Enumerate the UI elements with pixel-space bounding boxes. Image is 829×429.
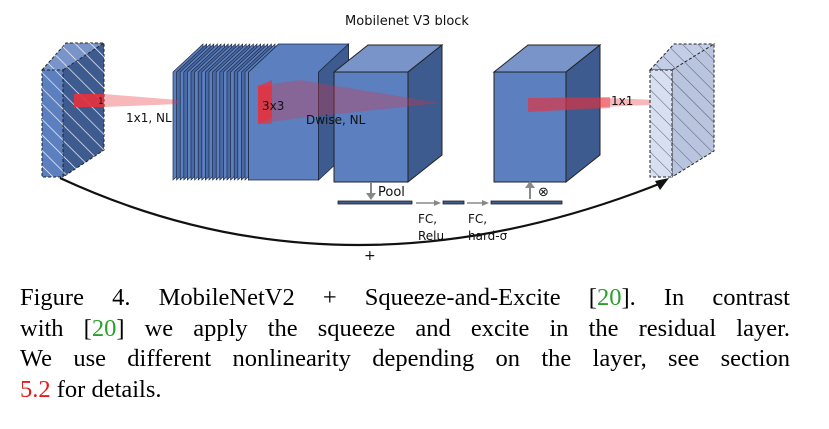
- proj-kernel-label: 1x1: [611, 94, 633, 108]
- multiply-icon: ⊗: [538, 185, 549, 200]
- caption-line-4: 5.2 for details.: [20, 375, 162, 403]
- caption-line-1: Figure 4. MobileNetV2 + Squeeze-and-Exci…: [20, 284, 790, 311]
- se-branch: [337, 181, 563, 206]
- fc1-name-label: FC,: [418, 212, 437, 226]
- caption-line-3: We use different nonlinearity depending …: [20, 345, 790, 372]
- expansion-slices: [172, 43, 350, 181]
- caption-line-2: with [20] we apply the squeeze and excit…: [20, 314, 790, 342]
- conv1-kernel-label: 1: [98, 97, 104, 107]
- citation-link-20[interactable]: 20: [596, 284, 622, 311]
- input-tensor: [40, 42, 106, 178]
- fc2-name-label: FC,: [468, 212, 487, 226]
- dwise-kernel: [258, 80, 440, 124]
- residual-connection: [59, 177, 669, 247]
- output-tensor: [648, 43, 716, 178]
- conv1-op-label: 1x1, NL: [126, 111, 172, 125]
- pool-label: Pool: [378, 185, 405, 200]
- figure-caption: Figure 4. MobileNetV2 + Squeeze-and-Exci…: [20, 283, 790, 405]
- dwise-op-label: Dwise, NL: [306, 113, 366, 127]
- dwise-kernel-label: 3x3: [262, 99, 284, 113]
- se-scaled-block: [492, 43, 602, 184]
- conv1-kernel: 1: [74, 94, 178, 107]
- diagram-title: Mobilenet V3 block: [345, 14, 469, 29]
- mobilenet-v3-block-diagram: Mobilenet V3 block 1 1x1, NL 3x3 Dwise, …: [40, 14, 716, 264]
- citation-link-20-second[interactable]: 20: [91, 314, 117, 342]
- section-link-5-2[interactable]: 5.2: [20, 375, 51, 403]
- dwise-output-block: [332, 43, 444, 184]
- add-icon: +: [364, 248, 376, 264]
